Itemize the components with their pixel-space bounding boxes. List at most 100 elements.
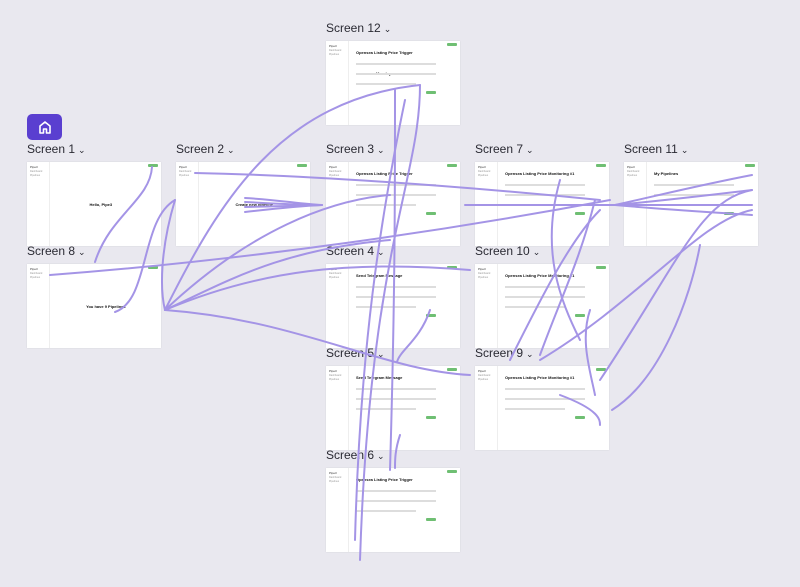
chevron-down-icon[interactable]: ⌄ xyxy=(227,145,235,155)
new-pipeline-button[interactable] xyxy=(596,164,606,167)
new-pipeline-button[interactable] xyxy=(447,164,457,167)
nav-dashboard[interactable]: Dashboard xyxy=(329,374,342,377)
action-button[interactable] xyxy=(426,314,436,317)
chevron-down-icon[interactable]: ⌄ xyxy=(377,247,385,257)
nav-dashboard[interactable]: Dashboard xyxy=(627,170,640,173)
new-pipeline-button[interactable] xyxy=(148,164,158,167)
nav-dashboard[interactable]: Dashboard xyxy=(478,374,491,377)
sidebar: Pipe3 Dashboard Pipelines xyxy=(326,264,349,348)
nav-dashboard[interactable]: Dashboard xyxy=(329,170,342,173)
new-pipeline-button[interactable] xyxy=(447,43,457,46)
screen-frame-s4[interactable]: Pipe3 Dashboard Pipelines Send Telegram … xyxy=(326,264,460,348)
nav-dashboard[interactable]: Dashboard xyxy=(30,170,43,173)
screen-title[interactable]: Screen 1⌄ xyxy=(27,142,86,156)
action-button[interactable] xyxy=(575,314,585,317)
screen-frame-s6[interactable]: Pipe3 Dashboard Pipelines Opensea Listin… xyxy=(326,468,460,552)
chevron-down-icon[interactable]: ⌄ xyxy=(78,247,86,257)
nav-dashboard[interactable]: Dashboard xyxy=(478,272,491,275)
action-button[interactable] xyxy=(575,212,585,215)
screen-frame-s9[interactable]: Pipe3 Dashboard Pipelines Opensea Listin… xyxy=(475,366,609,450)
screen-frame-s2[interactable]: Pipe3 Dashboard Pipelines Create new pip… xyxy=(176,162,310,246)
sidebar: Pipe3 Dashboard Pipelines xyxy=(326,366,349,450)
nav-pipelines[interactable]: Pipelines xyxy=(478,276,489,279)
chevron-down-icon[interactable]: ⌄ xyxy=(383,24,392,34)
new-pipeline-button[interactable] xyxy=(148,266,158,269)
logo: Pipe3 xyxy=(329,267,337,271)
chevron-down-icon[interactable]: ⌄ xyxy=(377,349,385,359)
nav-dashboard[interactable]: Dashboard xyxy=(30,272,43,275)
screen-frame-s3[interactable]: Pipe3 Dashboard Pipelines Opensea Listin… xyxy=(326,162,460,246)
logo: Pipe3 xyxy=(179,165,187,169)
screen-title[interactable]: Screen 7⌄ xyxy=(475,142,534,156)
nav-dashboard[interactable]: Dashboard xyxy=(329,476,342,479)
sidebar: Pipe3 Dashboard Pipelines xyxy=(326,162,349,246)
screen-title[interactable]: Screen 6⌄ xyxy=(326,448,385,462)
action-button[interactable] xyxy=(724,212,734,215)
nav-dashboard[interactable]: Dashboard xyxy=(329,49,342,52)
nav-pipelines[interactable]: Pipelines xyxy=(627,174,638,177)
nav-dashboard[interactable]: Dashboard xyxy=(329,272,342,275)
nav-pipelines[interactable]: Pipelines xyxy=(179,174,190,177)
screen-title[interactable]: Screen 11⌄ xyxy=(624,142,689,156)
nav-pipelines[interactable]: Pipelines xyxy=(329,276,340,279)
screen-heading: My Pipelines xyxy=(654,171,679,176)
screen-frame-s5[interactable]: Pipe3 Dashboard Pipelines Send Telegram … xyxy=(326,366,460,450)
nav-pipelines[interactable]: Pipelines xyxy=(478,378,489,381)
action-button[interactable] xyxy=(575,416,585,419)
action-button[interactable] xyxy=(426,212,436,215)
chevron-down-icon[interactable]: ⌄ xyxy=(377,145,385,155)
nav-pipelines[interactable]: Pipelines xyxy=(478,174,489,177)
new-pipeline-button[interactable] xyxy=(297,164,307,167)
screen-heading: Hello, Pipe3 xyxy=(89,202,113,207)
sidebar: Pipe3 Dashboard Pipelines xyxy=(475,264,498,348)
screen-frame-s7[interactable]: Pipe3 Dashboard Pipelines Opensea Listin… xyxy=(475,162,609,246)
screen-title[interactable]: Screen 9⌄ xyxy=(475,346,534,360)
logo: Pipe3 xyxy=(30,267,38,271)
screen-frame-s10[interactable]: Pipe3 Dashboard Pipelines Opensea Listin… xyxy=(475,264,609,348)
chevron-down-icon[interactable]: ⌄ xyxy=(680,145,689,155)
screen-heading: You have 9 Pipelines xyxy=(86,304,126,309)
nav-pipelines[interactable]: Pipelines xyxy=(329,53,340,56)
new-pipeline-button[interactable] xyxy=(447,266,457,269)
new-pipeline-button[interactable] xyxy=(745,164,755,167)
screen-title[interactable]: Screen 3⌄ xyxy=(326,142,385,156)
chevron-down-icon[interactable]: ⌄ xyxy=(78,145,86,155)
screen-title[interactable]: Screen 12⌄ xyxy=(326,21,392,35)
home-button[interactable] xyxy=(27,114,62,140)
logo: Pipe3 xyxy=(329,165,337,169)
sidebar: Pipe3 Dashboard Pipelines xyxy=(475,366,498,450)
screen-title[interactable]: Screen 8⌄ xyxy=(27,244,86,258)
new-pipeline-button[interactable] xyxy=(596,368,606,371)
nav-pipelines[interactable]: Pipelines xyxy=(329,174,340,177)
action-button[interactable] xyxy=(426,91,436,94)
screen-frame-s1[interactable]: Pipe3 Dashboard Pipelines Hello, Pipe3 xyxy=(27,162,161,246)
screen-frame-s11[interactable]: Pipe3 Dashboard Pipelines My Pipelines xyxy=(624,162,758,246)
logo: Pipe3 xyxy=(627,165,635,169)
screen-frame-s12[interactable]: Pipe3 Dashboard Pipelines Opensea Listin… xyxy=(326,41,460,125)
action-button[interactable] xyxy=(426,518,436,521)
screen-frame-s8[interactable]: Pipe3 Dashboard Pipelines You have 9 Pip… xyxy=(27,264,161,348)
nav-dashboard[interactable]: Dashboard xyxy=(478,170,491,173)
nav-pipelines[interactable]: Pipelines xyxy=(329,480,340,483)
chevron-down-icon[interactable]: ⌄ xyxy=(532,247,541,257)
screen-title[interactable]: Screen 4⌄ xyxy=(326,244,385,258)
new-pipeline-button[interactable] xyxy=(596,266,606,269)
action-button[interactable] xyxy=(426,416,436,419)
nav-pipelines[interactable]: Pipelines xyxy=(30,276,41,279)
home-icon xyxy=(38,121,51,134)
nav-pipelines[interactable]: Pipelines xyxy=(329,378,340,381)
nav-pipelines[interactable]: Pipelines xyxy=(30,174,41,177)
new-pipeline-button[interactable] xyxy=(447,368,457,371)
screen-title[interactable]: Screen 2⌄ xyxy=(176,142,235,156)
screen-heading: Opensea Listing Price Trigger xyxy=(356,171,413,176)
chevron-down-icon[interactable]: ⌄ xyxy=(377,451,385,461)
sidebar: Pipe3 Dashboard Pipelines xyxy=(176,162,199,246)
new-pipeline-button[interactable] xyxy=(447,470,457,473)
screen-title[interactable]: Screen 5⌄ xyxy=(326,346,385,360)
chevron-down-icon[interactable]: ⌄ xyxy=(526,349,534,359)
chevron-down-icon[interactable]: ⌄ xyxy=(526,145,534,155)
logo: Pipe3 xyxy=(329,471,337,475)
screen-heading: Send Telegram Message xyxy=(356,375,403,380)
nav-dashboard[interactable]: Dashboard xyxy=(179,170,192,173)
screen-title[interactable]: Screen 10⌄ xyxy=(475,244,541,258)
